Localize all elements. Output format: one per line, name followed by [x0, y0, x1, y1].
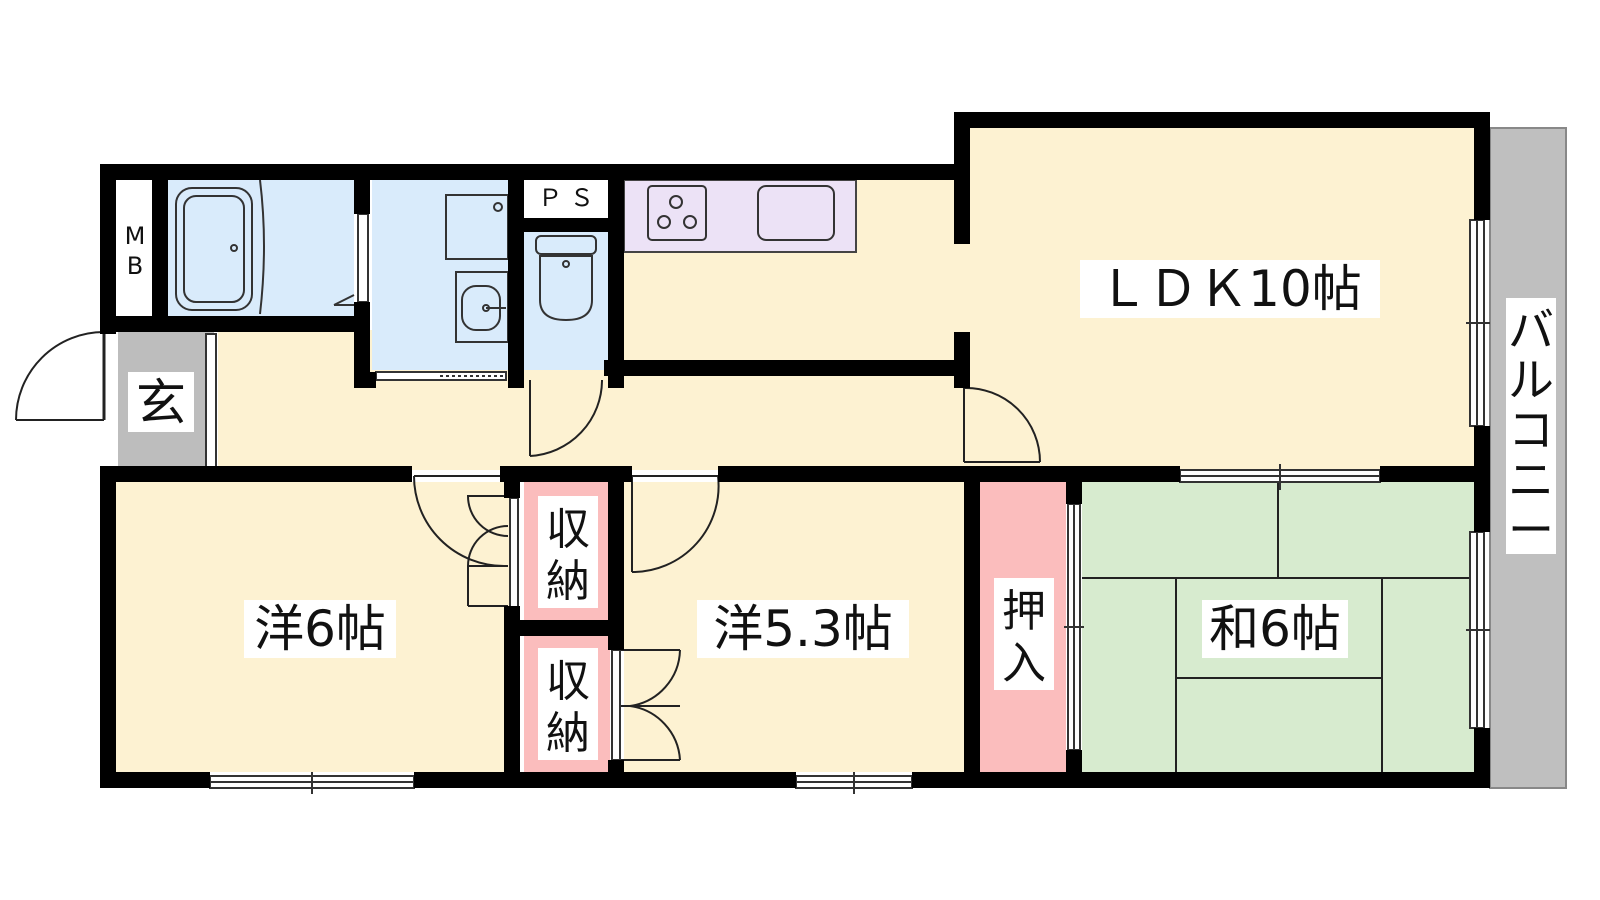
western2-door-icon	[631, 475, 720, 574]
balcony-label-2: ル	[1508, 353, 1554, 407]
window-western2-south	[795, 772, 913, 794]
ldk-label: ＬＤＫ10帖	[1098, 260, 1362, 318]
bathtub-icon	[175, 179, 355, 315]
door-swings	[15, 331, 1041, 761]
washroom-bottom-door	[375, 371, 507, 381]
window-japanese-east	[1466, 531, 1490, 729]
storage2-opening	[611, 649, 621, 761]
tatami-lines	[1082, 482, 1474, 772]
label-backgrounds	[128, 260, 1556, 760]
entrance-door-icon	[15, 331, 106, 421]
storage1-label-1: 収	[546, 504, 590, 555]
genkan-step	[205, 333, 217, 469]
japanese-label: 和6帖	[1209, 600, 1341, 658]
toilet-icon	[535, 235, 597, 322]
ps-floor	[524, 180, 610, 218]
storage2-label-2: 納	[546, 708, 590, 759]
genkan-label: 玄	[136, 374, 186, 432]
ldk-door-icon	[963, 386, 1041, 463]
western1-label: 洋6帖	[254, 600, 386, 658]
washroom-door	[357, 213, 369, 303]
balcony-label-5: ー	[1508, 503, 1554, 557]
room-labels: ＬＤＫ10帖 洋6帖 洋5.3帖 和6帖 玄 Ｐ Ｓ M B 収 納 収 納 押…	[125, 184, 1554, 759]
stove-icon	[647, 185, 707, 241]
sliding-door-closet	[1064, 503, 1084, 751]
washroom-floor	[372, 180, 508, 370]
storage2-door-icon	[620, 649, 681, 761]
balcony-label-4: ニ	[1508, 453, 1554, 507]
ps-label: Ｐ Ｓ	[538, 184, 594, 212]
toilet-door-icon	[529, 379, 604, 457]
storage1-door-icon	[466, 495, 509, 607]
western1-door-icon	[413, 475, 505, 567]
mb-floor	[118, 180, 152, 314]
walls	[100, 112, 1490, 788]
bath-floor	[168, 180, 354, 316]
closet-label-2: 入	[1002, 638, 1046, 689]
mb-label-1: M	[125, 222, 146, 250]
balcony-label-3: コ	[1508, 403, 1554, 457]
window-ldk-east	[1466, 219, 1490, 427]
sink-icon	[757, 185, 835, 241]
storage1-label-2: 納	[546, 556, 590, 607]
closet-label-1: 押	[1002, 586, 1046, 637]
storage1-opening	[509, 497, 519, 609]
balcony-label-1: バ	[1508, 303, 1554, 357]
storage2-label-1: 収	[546, 656, 590, 707]
window-western1-south	[209, 772, 415, 794]
western2-label: 洋5.3帖	[713, 600, 893, 658]
mb-label-2: B	[127, 252, 143, 280]
kitchen-counter	[623, 179, 857, 253]
